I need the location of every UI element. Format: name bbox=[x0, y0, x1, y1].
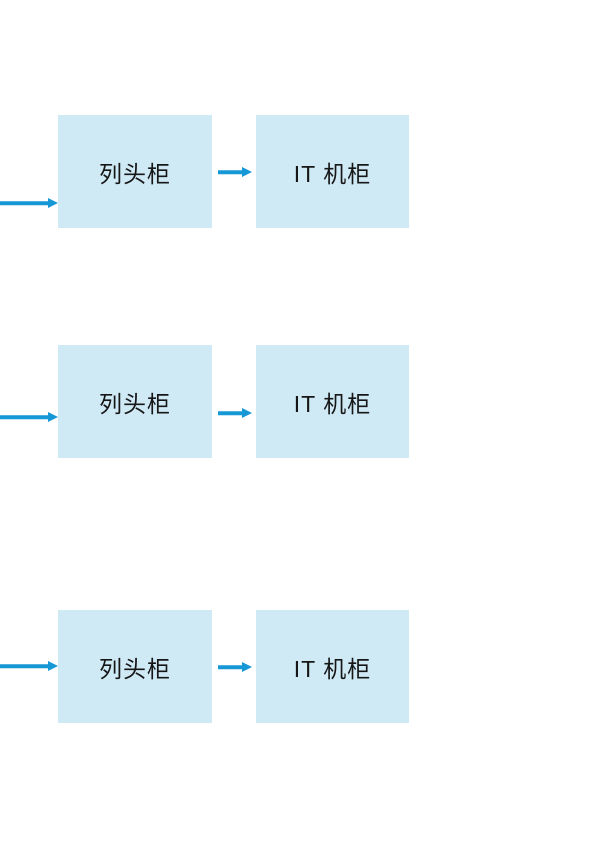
source-node-row1: 列头柜 bbox=[58, 115, 212, 228]
arrow-head-icon bbox=[48, 661, 58, 671]
target-node-label: IT 机柜 bbox=[293, 160, 372, 187]
arrow-shaft bbox=[218, 411, 245, 415]
source-node-row2: 列头柜 bbox=[58, 345, 212, 458]
feed-arrow-icon bbox=[0, 411, 58, 423]
arrow-head-icon bbox=[242, 662, 252, 672]
arrow-shaft bbox=[218, 665, 245, 669]
feed-arrow-icon bbox=[0, 197, 58, 209]
arrow-head-icon bbox=[48, 198, 58, 208]
flow-arrow-icon bbox=[218, 661, 252, 673]
source-node-label: 列头柜 bbox=[99, 655, 171, 682]
source-node-label: 列头柜 bbox=[99, 390, 171, 417]
target-node-row2: IT 机柜 bbox=[256, 345, 409, 458]
target-node-row1: IT 机柜 bbox=[256, 115, 409, 228]
target-node-label: IT 机柜 bbox=[293, 655, 372, 682]
target-node-label: IT 机柜 bbox=[293, 390, 372, 417]
feed-arrow-icon bbox=[0, 660, 58, 672]
flow-arrow-icon bbox=[218, 166, 252, 178]
arrow-head-icon bbox=[242, 167, 252, 177]
arrow-head-icon bbox=[48, 412, 58, 422]
arrow-shaft bbox=[218, 170, 245, 174]
flow-arrow-icon bbox=[218, 407, 252, 419]
arrow-head-icon bbox=[242, 408, 252, 418]
arrow-shaft bbox=[0, 415, 51, 419]
source-node-row3: 列头柜 bbox=[58, 610, 212, 723]
source-node-label: 列头柜 bbox=[99, 160, 171, 187]
arrow-shaft bbox=[0, 201, 51, 205]
arrow-shaft bbox=[0, 664, 51, 668]
target-node-row3: IT 机柜 bbox=[256, 610, 409, 723]
